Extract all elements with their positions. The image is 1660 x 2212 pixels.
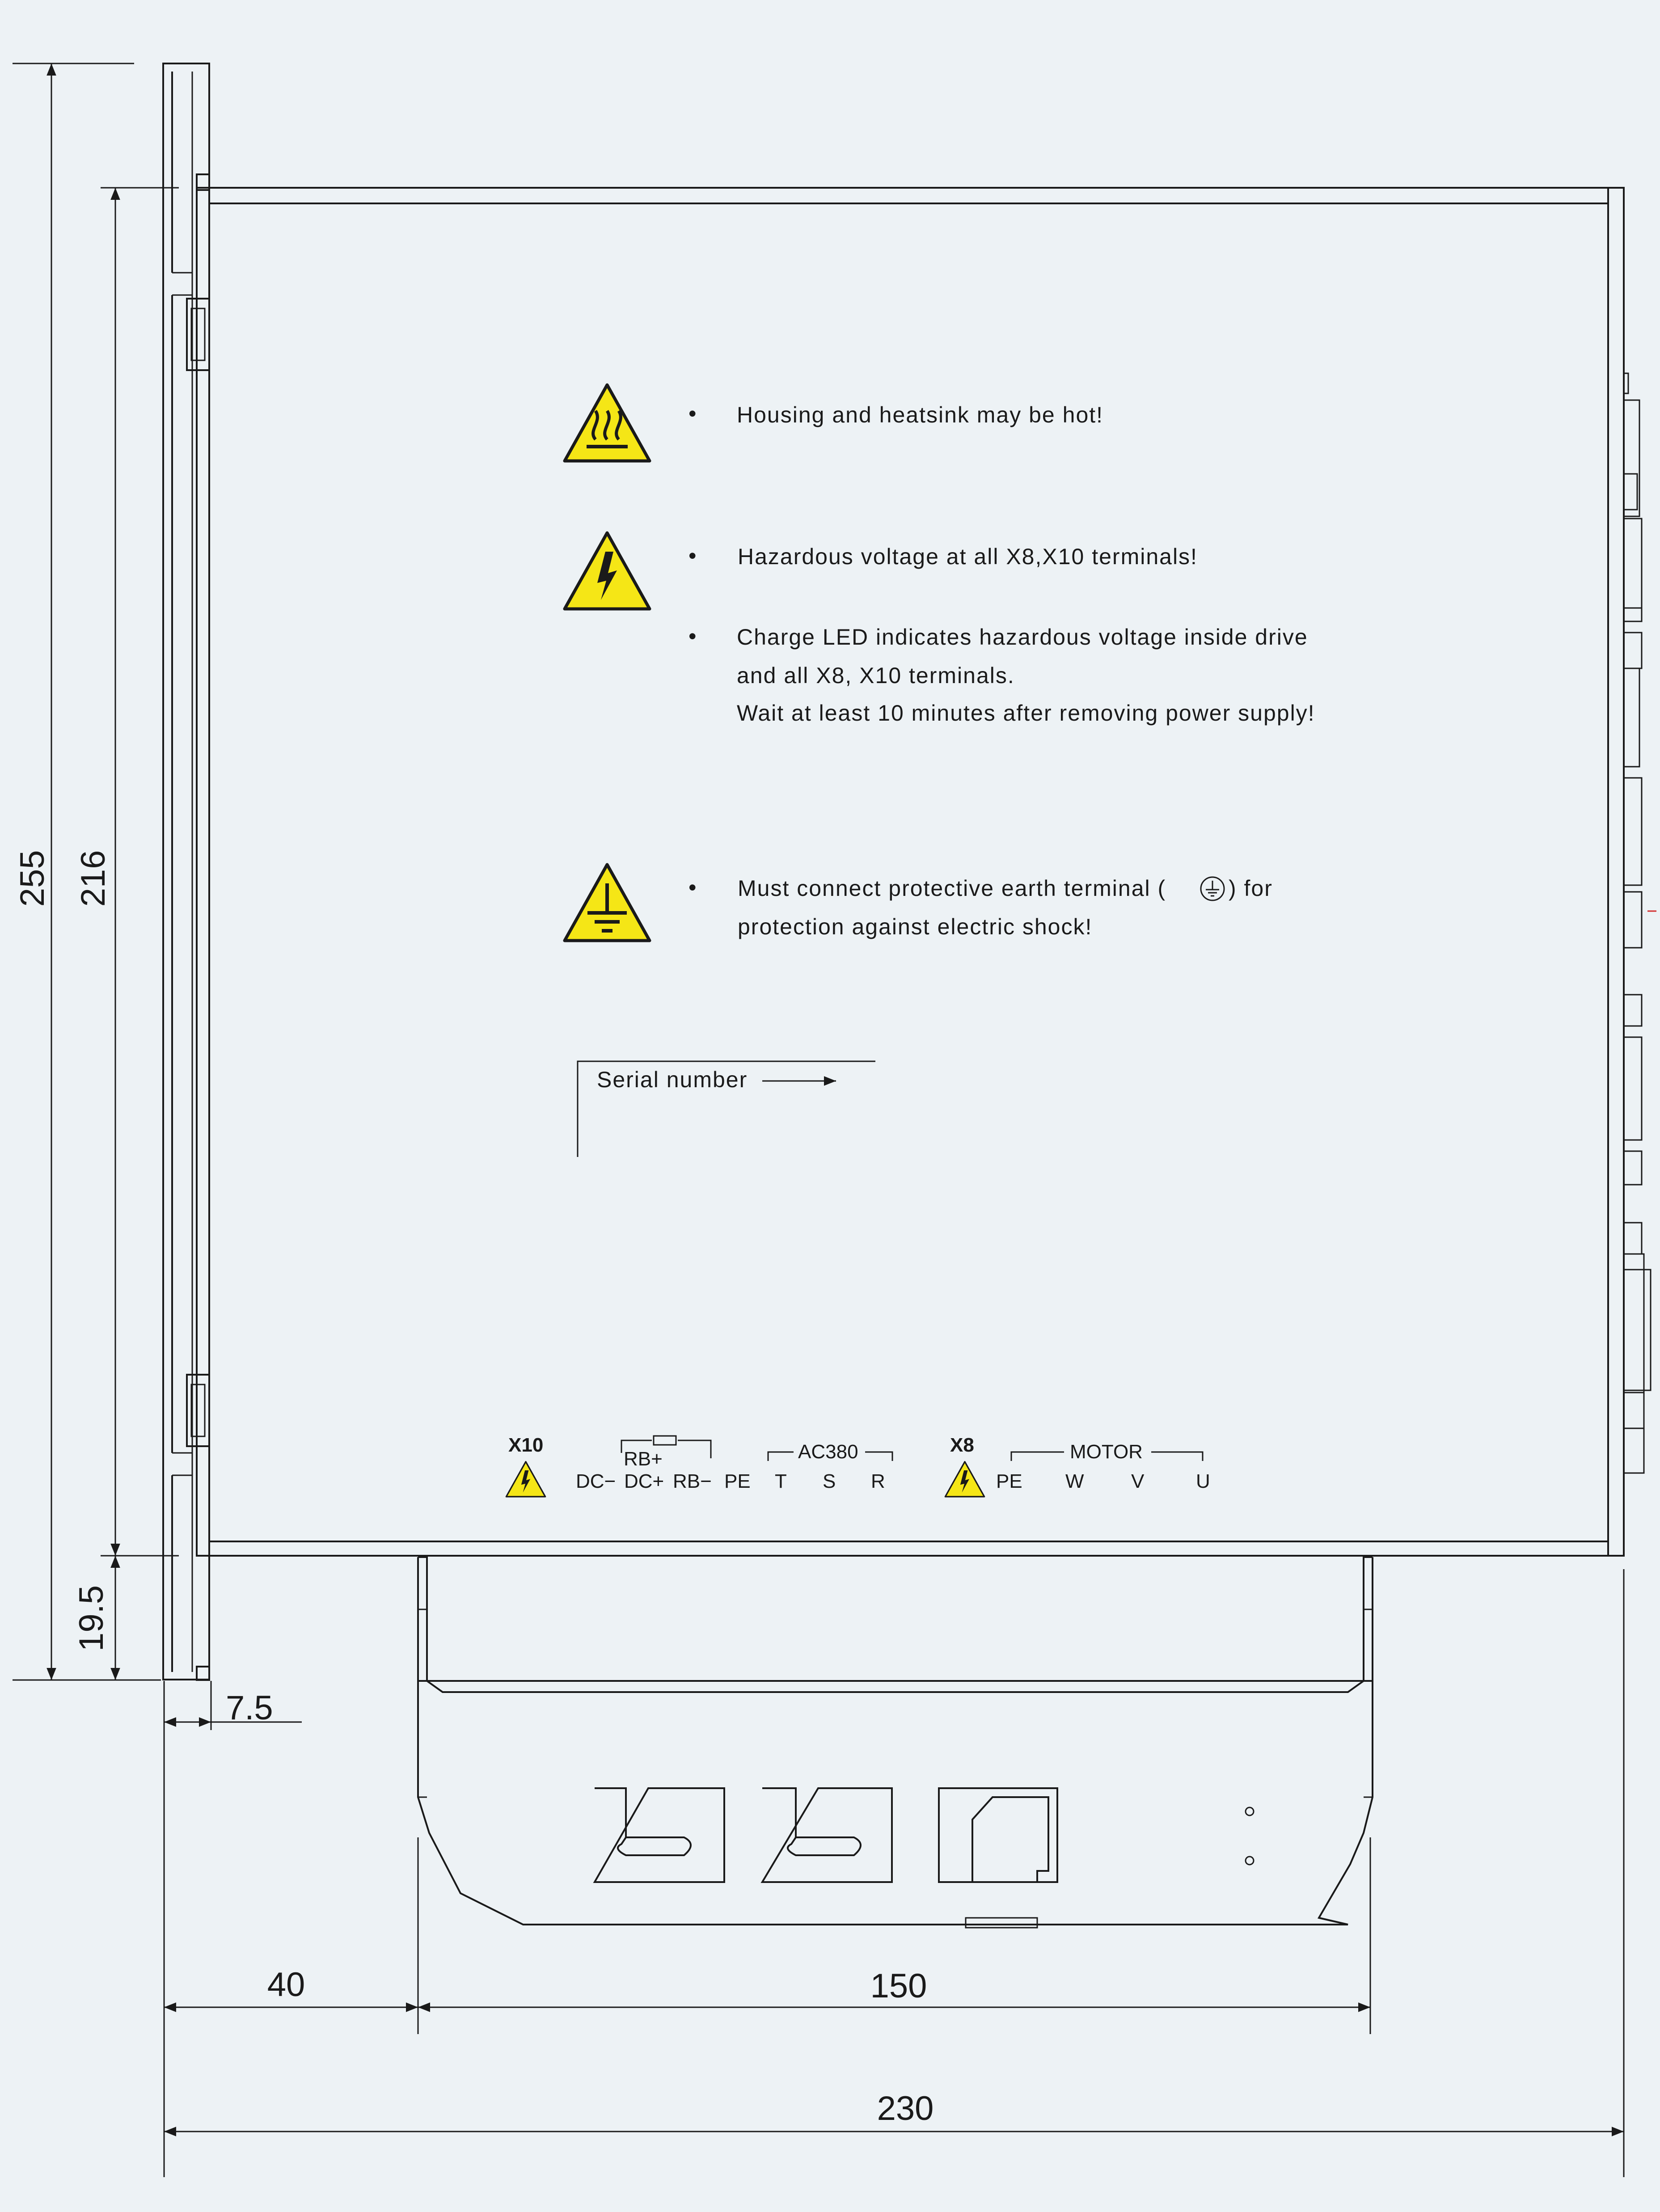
x8-title: X8 xyxy=(950,1434,974,1456)
warning-charge-line1: Charge LED indicates hazardous voltage i… xyxy=(737,625,1308,650)
earth-symbol-icon xyxy=(1200,876,1225,901)
mounting-flange xyxy=(162,63,210,1681)
x10-voltage-icon xyxy=(505,1461,546,1498)
side-connectors xyxy=(1623,372,1656,1474)
dim-overall-height: 255 xyxy=(13,850,51,907)
x10-label-dc-minus: DC− xyxy=(576,1470,616,1492)
protective-earth-warning-icon xyxy=(565,865,650,941)
x10-label-t: T xyxy=(775,1470,787,1492)
x8-label-u: U xyxy=(1196,1470,1210,1492)
bullet: • xyxy=(688,543,697,568)
dim-flange-thickness: 7.5 xyxy=(226,1689,273,1727)
dim-bracket-width: 150 xyxy=(870,1967,927,2005)
serial-number-field: Serial number xyxy=(577,1060,875,1157)
bullet: • xyxy=(688,875,697,900)
motor-label: MOTOR xyxy=(1070,1441,1143,1463)
x8-label-w: W xyxy=(1065,1470,1084,1492)
x10-title: X10 xyxy=(508,1434,543,1456)
x10-label-dc-plus: DC+ xyxy=(624,1470,664,1492)
warning-charge-line2: and all X8, X10 terminals. xyxy=(737,663,1015,688)
x8-label-v: V xyxy=(1131,1470,1145,1492)
x10-label-rb-minus: RB− xyxy=(673,1470,712,1492)
high-voltage-warning-icon xyxy=(565,533,650,609)
dimension-lines: 255 216 19.5 7.5 40 150 230 xyxy=(13,63,1625,2177)
dim-side-width: 40 xyxy=(267,1966,305,2004)
dim-body-height: 216 xyxy=(74,850,112,907)
x8-voltage-icon xyxy=(944,1461,985,1498)
drive-housing xyxy=(196,187,1625,1557)
warning-hot-text: Housing and heatsink may be hot! xyxy=(737,402,1103,427)
ac380-label: AC380 xyxy=(798,1441,858,1463)
serial-number-label: Serial number xyxy=(597,1067,748,1092)
warning-charge-line3: Wait at least 10 minutes after removing … xyxy=(737,701,1315,726)
warning-earth-line2: protection against electric shock! xyxy=(738,914,1092,939)
dim-overall-width: 230 xyxy=(877,2090,934,2128)
rb-plus-label: RB+ xyxy=(624,1448,663,1470)
bullet: • xyxy=(688,401,697,426)
bottom-bracket xyxy=(417,1556,1373,1929)
x10-label-pe: PE xyxy=(724,1470,751,1492)
hot-surface-warning-icon xyxy=(565,385,650,461)
dim-bottom-offset: 19.5 xyxy=(72,1585,110,1651)
x8-label-pe: PE xyxy=(996,1470,1022,1492)
warning-texts: • Housing and heatsink may be hot! • Haz… xyxy=(688,401,1315,939)
terminal-labels: X10 RB+ DC− DC+ RB− PE T S R AC380 X8 MO… xyxy=(505,1434,1210,1498)
warning-voltage-text: Hazardous voltage at all X8,X10 terminal… xyxy=(738,544,1198,569)
x10-label-s: S xyxy=(823,1470,836,1492)
bullet: • xyxy=(688,624,697,649)
warning-earth-line1a: Must connect protective earth terminal ( xyxy=(738,876,1166,901)
x10-label-r: R xyxy=(871,1470,885,1492)
warning-earth-line1b: ) for xyxy=(1229,876,1273,901)
